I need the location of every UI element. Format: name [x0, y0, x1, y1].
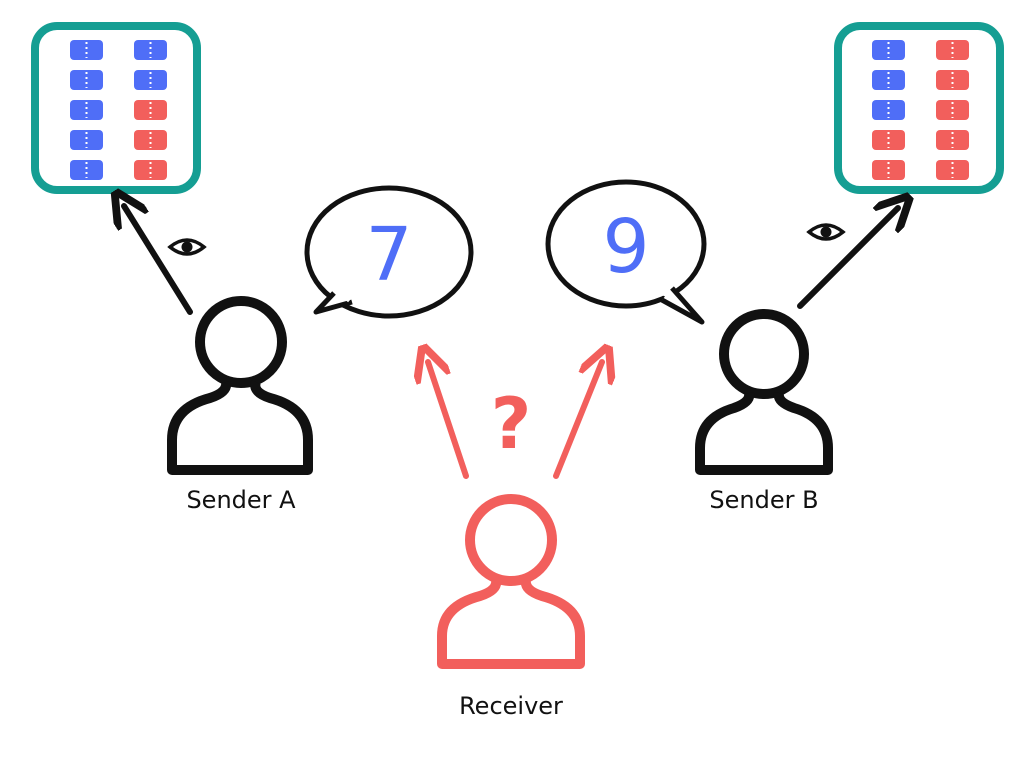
- sender-b-card-red: [872, 130, 905, 150]
- sender-b-person-icon: [695, 309, 833, 475]
- sender-b-card-red: [936, 130, 969, 150]
- sender-a-card-blue: [70, 130, 103, 150]
- sender-b-message: 9: [602, 204, 649, 290]
- sender-a-label: Sender A: [186, 486, 296, 514]
- sender-b-card-blue: [872, 70, 905, 90]
- eye-icon: [167, 238, 207, 256]
- sender-b-card-red: [872, 160, 905, 180]
- sender-a-card-red: [134, 130, 167, 150]
- sender-b-card-red: [936, 40, 969, 60]
- sender-a-card-blue: [70, 160, 103, 180]
- sender-b-card-blue: [872, 100, 905, 120]
- sender-b-label: Sender B: [709, 486, 818, 514]
- sender-a-observe-arrow: [124, 206, 193, 315]
- sender-a-card-blue: [70, 40, 103, 60]
- sender-a-card-blue: [70, 100, 103, 120]
- receiver-person-icon: [437, 494, 585, 669]
- sender-b-card-red: [936, 100, 969, 120]
- sender-a-card-grid-panel: [31, 22, 201, 194]
- sender-b-card-blue: [872, 40, 905, 60]
- sender-a-card-red: [134, 100, 167, 120]
- eye-icon: [806, 223, 846, 241]
- receiver-arrow-to-a: [428, 362, 469, 479]
- sender-b-speech-bubble: 9: [545, 179, 707, 325]
- sender-b-card-red: [936, 160, 969, 180]
- sender-a-card-red: [134, 160, 167, 180]
- sender-b-observe-arrow: [797, 208, 898, 309]
- sender-b-card-grid: [872, 40, 969, 180]
- sender-a-message: 7: [365, 212, 412, 298]
- sender-a-card-blue: [134, 40, 167, 60]
- sender-b-card-grid-panel: [834, 22, 1004, 194]
- sender-a-speech-bubble: 7: [304, 185, 474, 319]
- sender-a-person-icon: [167, 296, 313, 475]
- sender-a-card-blue: [70, 70, 103, 90]
- question-mark-icon: ?: [491, 383, 532, 465]
- sender-b-card-red: [936, 70, 969, 90]
- receiver-label: Receiver: [459, 692, 563, 720]
- sender-a-card-blue: [134, 70, 167, 90]
- receiver-arrow-to-b: [553, 362, 602, 479]
- sender-a-card-grid: [70, 40, 167, 180]
